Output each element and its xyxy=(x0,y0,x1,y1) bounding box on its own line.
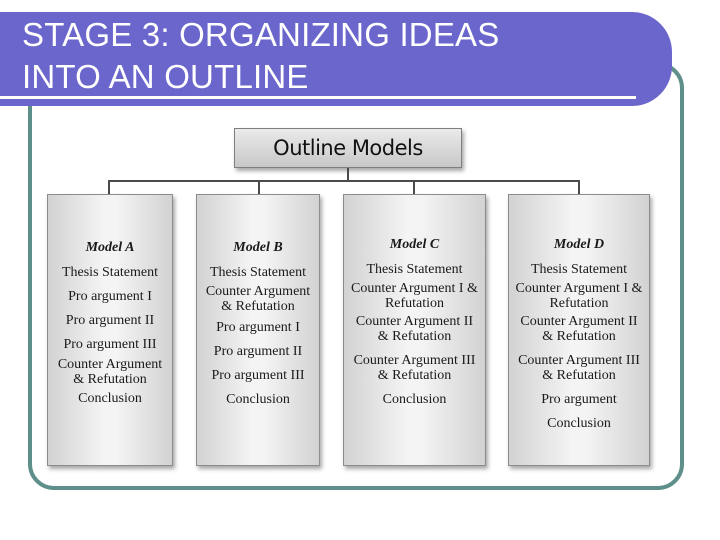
outline-models-root: Outline Models xyxy=(234,128,462,168)
connector-model-d xyxy=(578,180,580,194)
model-c-item: Thesis Statement xyxy=(366,262,463,277)
model-a-item: Conclusion xyxy=(78,391,142,406)
title-banner xyxy=(0,12,672,106)
model-d-item: Counter Argument I & Refutation xyxy=(515,281,643,311)
model-b-item: Pro argument III xyxy=(211,368,305,383)
connector-model-a xyxy=(108,180,110,194)
model-b-item: Thesis Statement xyxy=(209,265,307,280)
model-b-box: Model B Thesis Statement Counter Argumen… xyxy=(196,194,320,466)
connector-model-c xyxy=(413,180,415,194)
model-c-box: Model C Thesis Statement Counter Argumen… xyxy=(343,194,486,466)
model-d-item: Conclusion xyxy=(547,416,611,431)
model-c-title: Model C xyxy=(389,237,440,252)
model-d-item: Counter Argument II & Refutation xyxy=(520,314,638,344)
model-d-item: Thesis Statement xyxy=(530,262,628,277)
model-a-item: Pro argument III xyxy=(63,337,157,352)
slide-title-line-2: INTO AN OUTLINE xyxy=(22,58,309,95)
model-a-item: Pro argument II xyxy=(65,313,155,328)
model-c-item: Counter Argument III & Refutation xyxy=(353,353,476,383)
connector-horizontal xyxy=(108,180,580,182)
model-b-item: Conclusion xyxy=(226,392,290,407)
model-a-item: Pro argument I xyxy=(68,289,152,304)
title-underline xyxy=(0,96,636,99)
connector-model-b xyxy=(258,180,260,194)
model-c-item: Counter Argument I & Refutation xyxy=(351,281,478,311)
model-b-item: Pro argument II xyxy=(213,344,303,359)
model-c-item: Conclusion xyxy=(382,392,447,407)
connector-root-stem xyxy=(347,168,349,181)
model-d-title: Model D xyxy=(553,237,605,252)
slide-title-line-1: STAGE 3: ORGANIZING IDEAS xyxy=(22,16,500,53)
model-d-item: Pro argument xyxy=(541,392,617,407)
model-a-box: Model A Thesis Statement Pro argument I … xyxy=(47,194,173,466)
model-b-title: Model B xyxy=(233,240,283,255)
model-a-item: Counter Argument & Refutation xyxy=(57,357,163,387)
model-d-box: Model D Thesis Statement Counter Argumen… xyxy=(508,194,650,466)
model-a-item: Thesis Statement xyxy=(61,265,159,280)
model-d-item: Counter Argument III & Refutation xyxy=(518,353,640,383)
slide-title: STAGE 3: ORGANIZING IDEAS INTO AN OUTLIN… xyxy=(22,14,499,98)
model-b-item: Pro argument I xyxy=(216,320,300,335)
model-c-item: Counter Argument II & Refutation xyxy=(355,314,474,344)
model-a-title: Model A xyxy=(85,240,135,255)
model-b-item: Counter Argument & Refutation xyxy=(205,284,311,314)
